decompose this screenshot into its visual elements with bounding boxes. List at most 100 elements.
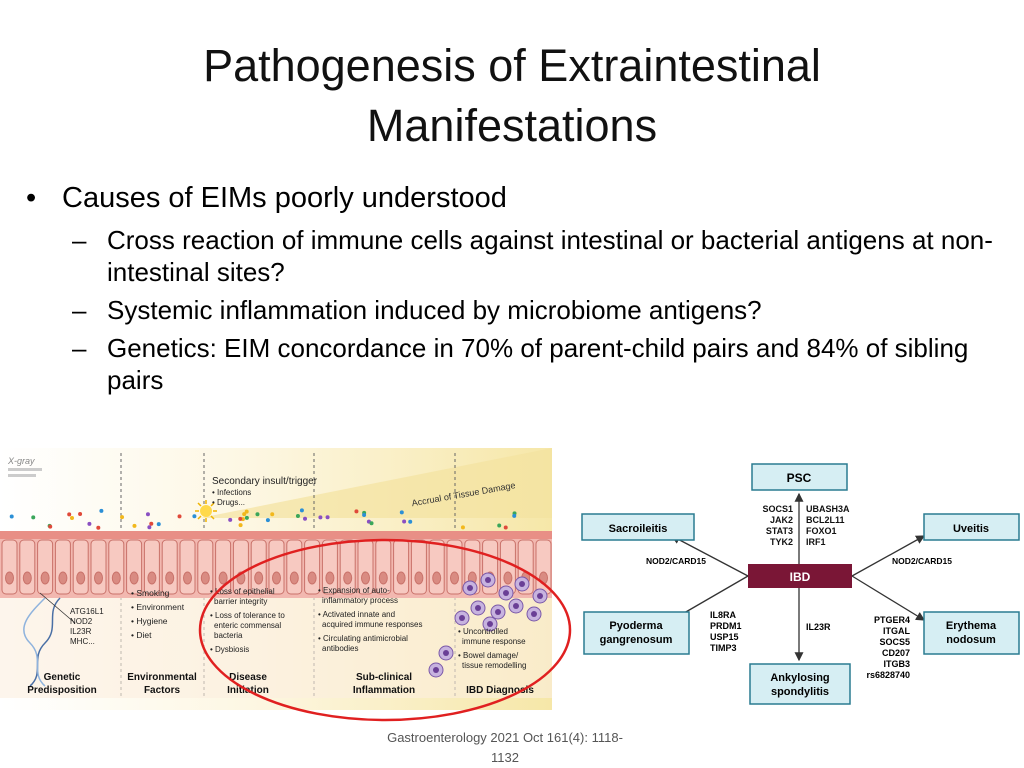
subclinical-item: • Activated innate and — [318, 610, 395, 619]
bacterium-dot — [31, 515, 36, 520]
eim-gene-network-diagram: PSC SOCS1 JAK2 STAT3 TYK2 UBASH3A BCL2L1… — [581, 463, 1020, 705]
nod2-left-label: NOD2/CARD15 — [646, 556, 706, 566]
cell-nucleus — [432, 571, 442, 585]
sub-bullet-text: Systemic inflammation induced by microbi… — [107, 295, 762, 325]
gene-label: UBASH3A — [806, 504, 850, 514]
artist-logo: X-gray — [7, 456, 42, 477]
bacterium-dot — [228, 517, 233, 522]
gene-label: ATG16L1 — [70, 607, 104, 616]
bacterium-dot — [244, 515, 249, 520]
sub-bullet-item: – Cross reaction of immune cells against… — [22, 224, 1002, 288]
erythema-label-1: Erythema — [946, 620, 997, 632]
bacterium-dot — [156, 522, 161, 527]
bacterium-dot — [512, 513, 517, 518]
cell-nucleus — [58, 571, 68, 585]
immune-cell-nucleus — [495, 609, 501, 615]
initiation-item: enteric commensal — [214, 621, 281, 630]
citation-line-1: Gastroenterology 2021 Oct 161(4): 1118- — [387, 730, 623, 745]
bacterium-dot — [318, 515, 323, 520]
epithelial-cell — [37, 539, 54, 595]
cell-nucleus — [450, 571, 459, 585]
gene-label: TYK2 — [770, 537, 793, 547]
cell-nucleus — [254, 571, 264, 585]
cell-nucleus — [378, 571, 388, 585]
psc-label: PSC — [787, 471, 812, 485]
cell-nucleus — [272, 571, 281, 585]
sub-bullet-item: – Genetics: EIM concordance in 70% of pa… — [22, 332, 1002, 396]
cell-nucleus — [165, 571, 175, 585]
subclinical-item: • Expansion of auto- — [318, 586, 390, 595]
gene-label: ITGB3 — [883, 659, 910, 669]
bacterium-dot — [460, 525, 465, 530]
gene-label: IL23R — [70, 627, 92, 636]
ankylosing-label-1: Ankylosing — [770, 672, 829, 684]
svg-text:X-gray: X-gray — [7, 456, 35, 466]
ibd-item: tissue remodelling — [462, 661, 526, 670]
gene-label: TIMP3 — [710, 643, 737, 653]
cell-nucleus — [5, 571, 14, 585]
damage-wedge — [200, 448, 552, 518]
epithelial-cell — [126, 539, 143, 595]
epithelial-cell — [143, 539, 160, 595]
bacterium-dot — [99, 508, 104, 513]
initiation-item: • Dysbiosis — [210, 645, 249, 654]
subclinical-item: • Circulating antimicrobial — [318, 634, 408, 643]
bacterium-dot — [255, 512, 260, 517]
bacterium-dot — [120, 515, 125, 520]
ibd-item: • Uncontrolled — [458, 627, 508, 636]
bullet-text: Causes of EIMs poorly understood — [62, 182, 507, 214]
title-line-2: Manifestations — [366, 100, 658, 151]
gene-label: rs6828740 — [866, 670, 910, 680]
gene-label: IL8RA — [710, 610, 737, 620]
psc-node: PSC — [751, 463, 848, 491]
dash-icon: – — [72, 333, 87, 363]
ibd-item: • Bowel damage/ — [458, 651, 519, 660]
cell-nucleus — [111, 571, 121, 585]
bacterium-dot — [503, 525, 508, 530]
bacterium-dot — [192, 514, 197, 519]
immune-cell-nucleus — [467, 585, 473, 591]
ibd-label: IBD — [790, 570, 811, 584]
bacterium-dot — [238, 516, 243, 521]
epithelial-cell — [54, 539, 71, 595]
subclinical-item: inflammatory process — [322, 596, 398, 605]
nod2-right-label: NOD2/CARD15 — [892, 556, 952, 566]
bacterium-dot — [145, 512, 150, 517]
bacterium-dot — [325, 515, 330, 520]
epithelial-cell — [161, 539, 178, 595]
initiation-item: • Loss of epithelial — [210, 587, 275, 596]
cell-nucleus — [307, 571, 317, 585]
cell-nucleus — [183, 571, 192, 585]
network-connectors — [670, 492, 926, 662]
highlight-ellipse — [198, 538, 572, 722]
pyoderma-label-1: Pyoderma — [609, 620, 663, 632]
uveitis-label: Uveitis — [953, 523, 989, 535]
stage-label: Genetic — [44, 672, 81, 683]
bullet-item: • Causes of EIMs poorly understood — [22, 180, 1002, 216]
bacteria-dots — [9, 508, 517, 530]
bacterium-dot — [399, 510, 404, 515]
bacterium-dot — [270, 512, 275, 517]
immune-cell-nucleus — [433, 667, 439, 673]
bacterium-dot — [408, 519, 413, 524]
slide-title: Pathogenesis of Extraintestinal Manifest… — [60, 36, 964, 156]
bacterium-dot — [78, 512, 83, 517]
immune-cell-nucleus — [519, 581, 525, 587]
ankylosing-label-2: spondylitis — [771, 686, 829, 698]
bacterium-dot — [177, 514, 182, 519]
bacterium-dot — [238, 523, 243, 528]
bacterium-dot — [87, 521, 92, 526]
bacterium-dot — [96, 525, 101, 530]
epithelial-layer — [0, 531, 552, 698]
gene-label: MHC... — [70, 637, 95, 646]
bacterium-dot — [299, 508, 304, 513]
initiation-item: • Loss of tolerance to — [210, 611, 285, 620]
bacterium-dot — [67, 512, 72, 517]
bullet-dot-icon: • — [26, 182, 37, 214]
bacterium-dot — [354, 509, 359, 514]
env-item: • Hygiene — [131, 616, 168, 626]
gene-label: PTGER4 — [874, 615, 910, 625]
immune-cell-nucleus — [459, 615, 465, 621]
pyoderma-node: Pyoderma gangrenosum — [583, 611, 690, 655]
stage-label: Inflammation — [353, 685, 415, 696]
